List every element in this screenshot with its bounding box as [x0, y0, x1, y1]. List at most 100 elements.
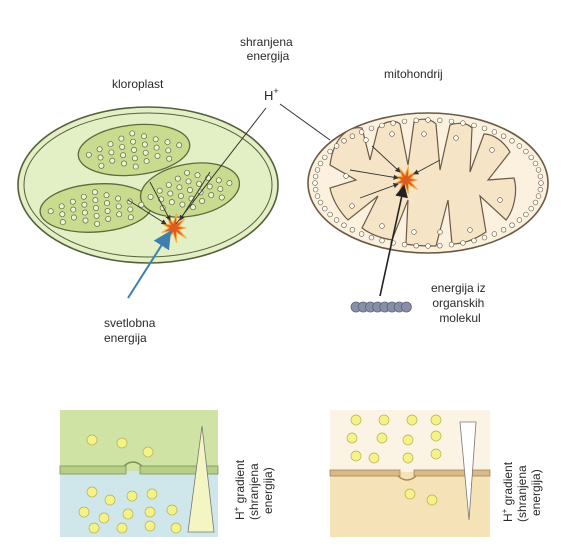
stored-energy-line-2: energija — [247, 49, 290, 63]
proton-dot — [154, 145, 159, 150]
proton-dot — [359, 232, 364, 237]
proton-ion — [117, 438, 127, 448]
chloroplast-gradient-panel — [60, 410, 218, 537]
stored-energy-line-1: shranjena — [240, 35, 293, 49]
proton-dot — [322, 206, 327, 211]
proton-dot — [142, 142, 147, 147]
proton-dot — [510, 223, 515, 228]
proton-dot — [144, 159, 149, 164]
proton-ion — [105, 495, 115, 505]
proton-dot — [195, 173, 200, 178]
proton-ion — [351, 415, 361, 425]
proton-dot — [472, 238, 477, 243]
proton-dot — [524, 149, 529, 154]
left-gradient-line-1: H+ gradient — [232, 459, 247, 520]
proton-dot — [167, 156, 172, 161]
proton-dot — [461, 121, 466, 126]
proton-dot — [71, 215, 76, 220]
proton-dot — [529, 155, 534, 160]
light-energy-line-2: energija — [104, 331, 147, 345]
organic-energy-line-1: energija iz — [431, 281, 486, 295]
proton-dot — [426, 118, 431, 123]
proton-dot — [438, 230, 443, 235]
proton-ion — [87, 487, 97, 497]
proton-ion — [117, 523, 127, 533]
proton-dot — [498, 198, 503, 203]
panel-membrane — [330, 470, 400, 476]
mitochondrion-label: mitohondrij — [384, 67, 443, 81]
proton-ion — [431, 449, 441, 459]
proton-dot — [153, 137, 158, 142]
proton-dot — [318, 200, 323, 205]
proton-dot — [168, 191, 173, 196]
proton-dot — [391, 121, 396, 126]
right-gradient-word: gradient — [501, 461, 515, 508]
organic-energy-line-3: molekul — [439, 311, 480, 325]
proton-dot — [70, 199, 75, 204]
proton-dot — [414, 118, 419, 123]
proton-ion — [407, 415, 417, 425]
proton-ion — [143, 447, 153, 457]
proton-dot — [359, 130, 364, 135]
proton-dot — [83, 218, 88, 223]
proton-label: H+ — [264, 86, 279, 103]
proton-dot — [120, 144, 125, 149]
proton-dot — [533, 200, 538, 205]
proton-dot — [218, 186, 223, 191]
proton-dot — [155, 153, 160, 158]
proton-dot — [109, 150, 114, 155]
panel-membrane — [60, 466, 126, 474]
proton-dot — [157, 188, 162, 193]
proton-dot — [510, 138, 515, 143]
proton-ion — [79, 507, 89, 517]
proton-dot — [449, 242, 454, 247]
proton-ion — [431, 431, 441, 441]
proton-dot — [121, 161, 126, 166]
proton-dot — [437, 118, 442, 123]
proton-dot — [364, 138, 369, 143]
proton-dot — [492, 130, 497, 135]
proton-dot — [318, 161, 323, 166]
left-gradient-line-3: energija) — [261, 467, 275, 514]
proton-ion — [351, 451, 361, 461]
proton-dot — [86, 152, 91, 157]
proton-dot — [121, 153, 126, 158]
chloroplast-label: kloroplast — [112, 77, 164, 91]
proton-dot — [328, 149, 333, 154]
proton-dot — [227, 181, 232, 186]
proton-dot — [59, 204, 64, 209]
organic-energy-line-2: organskih — [432, 296, 484, 310]
proton-dot — [60, 212, 65, 217]
proton-ion — [123, 509, 133, 519]
organic-energy-label: energija iz organskih molekul — [431, 281, 489, 325]
proton-dot — [538, 174, 543, 179]
proton-dot — [141, 134, 146, 139]
proton-dot — [492, 232, 497, 237]
proton-dot — [313, 174, 318, 179]
proton-dot — [95, 221, 100, 226]
proton-ion — [347, 433, 357, 443]
proton-dot — [216, 178, 221, 183]
proton-dot — [350, 134, 355, 139]
left-gradient-h: H — [233, 511, 247, 520]
proton-dot — [426, 244, 431, 249]
proton-dot — [369, 126, 374, 131]
proton-dot — [116, 196, 121, 201]
proton-ion — [431, 415, 441, 425]
proton-dot — [490, 148, 495, 153]
proton-dot — [482, 235, 487, 240]
proton-dot — [128, 215, 133, 220]
arrow-mito-to-h — [280, 104, 330, 140]
proton-dot — [187, 187, 192, 192]
proton-dot — [119, 136, 124, 141]
chloroplast — [18, 107, 278, 263]
left-gradient-line-2: (shranjena — [247, 463, 261, 520]
proton-dot — [108, 142, 113, 147]
proton-dot — [390, 132, 395, 137]
proton-dot — [412, 230, 417, 235]
proton-ion — [167, 505, 177, 515]
proton-dot — [92, 190, 97, 195]
proton-dot — [148, 194, 153, 199]
mitochondrion-gradient-panel — [330, 410, 490, 537]
